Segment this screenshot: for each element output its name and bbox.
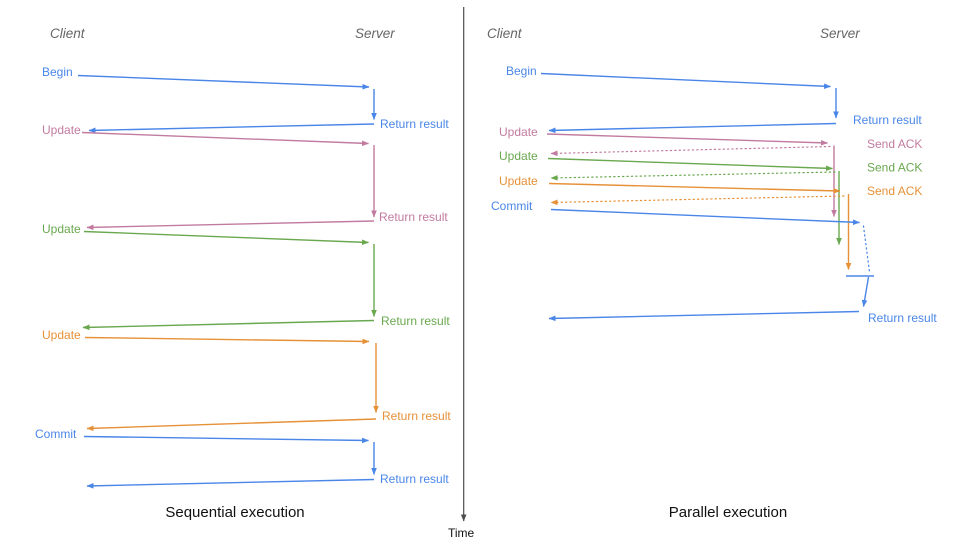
seq-update2-response-label: Return result xyxy=(381,314,450,328)
par-begin-return-arrow xyxy=(548,122,837,134)
seq-begin-request-arrow xyxy=(77,74,370,90)
par-update2-label: Update xyxy=(499,149,538,163)
par-server-header: Server xyxy=(820,26,860,41)
parallel-panel: Client Server Begin Return result Update… xyxy=(487,26,937,521)
par-client-header: Client xyxy=(487,26,523,41)
seq-commit-response-label: Return result xyxy=(380,472,449,486)
par-update2-ack-dotted-arrow xyxy=(550,171,836,181)
seq-update1-label: Update xyxy=(42,123,81,137)
parallel-caption: Parallel execution xyxy=(669,504,787,521)
sequential-panel: Client Server Begin Return result Update… xyxy=(35,26,451,521)
seq-commit-request-arrow xyxy=(83,435,369,444)
par-update3-request-arrow xyxy=(548,182,841,194)
par-commit-request-arrow xyxy=(550,208,860,226)
seq-begin-label: Begin xyxy=(42,65,73,79)
par-commit-return-arrow xyxy=(548,310,860,322)
par-commit-response-label: Return result xyxy=(868,311,937,325)
seq-update3-response-label: Return result xyxy=(382,409,451,423)
sequential-caption: Sequential execution xyxy=(165,504,304,521)
seq-update3-request-arrow xyxy=(84,336,370,345)
seq-update3-label: Update xyxy=(42,328,81,342)
seq-update1-request-arrow xyxy=(81,131,369,147)
par-update1-request-arrow xyxy=(546,133,828,146)
par-update3-label: Update xyxy=(499,174,538,188)
seq-update1-return-arrow xyxy=(86,220,375,231)
par-begin-label: Begin xyxy=(506,64,537,78)
seq-update1-response-label: Return result xyxy=(379,210,448,224)
par-update3-ack-label: Send ACK xyxy=(867,184,922,198)
seq-update2-label: Update xyxy=(42,222,81,236)
par-commit-label: Commit xyxy=(491,199,533,213)
par-update2-request-arrow xyxy=(547,157,833,172)
seq-client-header: Client xyxy=(50,26,86,41)
par-commit-wait-dotted-line xyxy=(862,225,871,273)
seq-update2-return-arrow xyxy=(82,319,375,331)
seq-begin-return-arrow xyxy=(88,123,375,134)
seq-server-header: Server xyxy=(355,26,395,41)
par-update3-ack-dotted-arrow xyxy=(550,195,845,206)
seq-update2-request-arrow xyxy=(83,230,369,246)
seq-commit-return-arrow xyxy=(86,478,375,489)
par-commit-server-processing-arrow xyxy=(861,276,870,307)
time-axis: Time xyxy=(448,7,475,540)
par-begin-request-arrow xyxy=(540,72,831,90)
par-begin-response-label: Return result xyxy=(853,113,922,127)
seq-begin-response-label: Return result xyxy=(380,117,449,131)
par-update1-ack-label: Send ACK xyxy=(867,137,922,151)
par-update1-label: Update xyxy=(499,125,538,139)
par-update2-ack-label: Send ACK xyxy=(867,161,922,175)
seq-update3-return-arrow xyxy=(86,418,377,432)
seq-commit-label: Commit xyxy=(35,427,77,441)
par-update1-ack-dotted-arrow xyxy=(550,145,831,157)
time-axis-label: Time xyxy=(448,526,475,540)
